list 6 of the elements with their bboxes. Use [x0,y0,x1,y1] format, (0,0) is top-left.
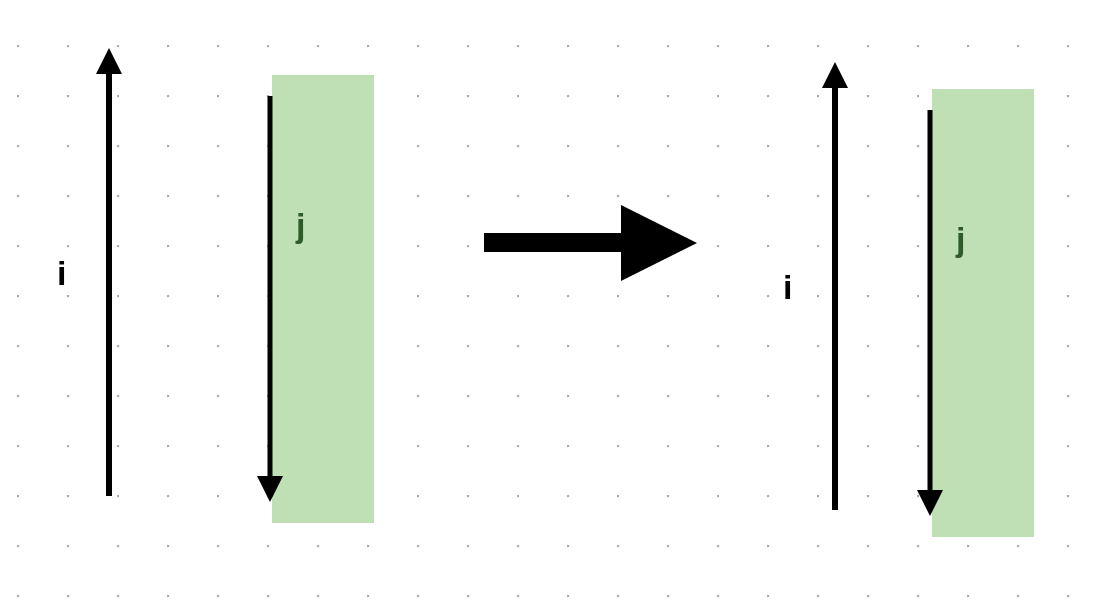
highlight-bar [272,75,374,523]
index-label: j [956,222,966,256]
index-label: i [57,256,67,290]
highlight-bar [932,89,1034,537]
index-label: j [296,208,306,242]
index-label: i [783,270,793,304]
